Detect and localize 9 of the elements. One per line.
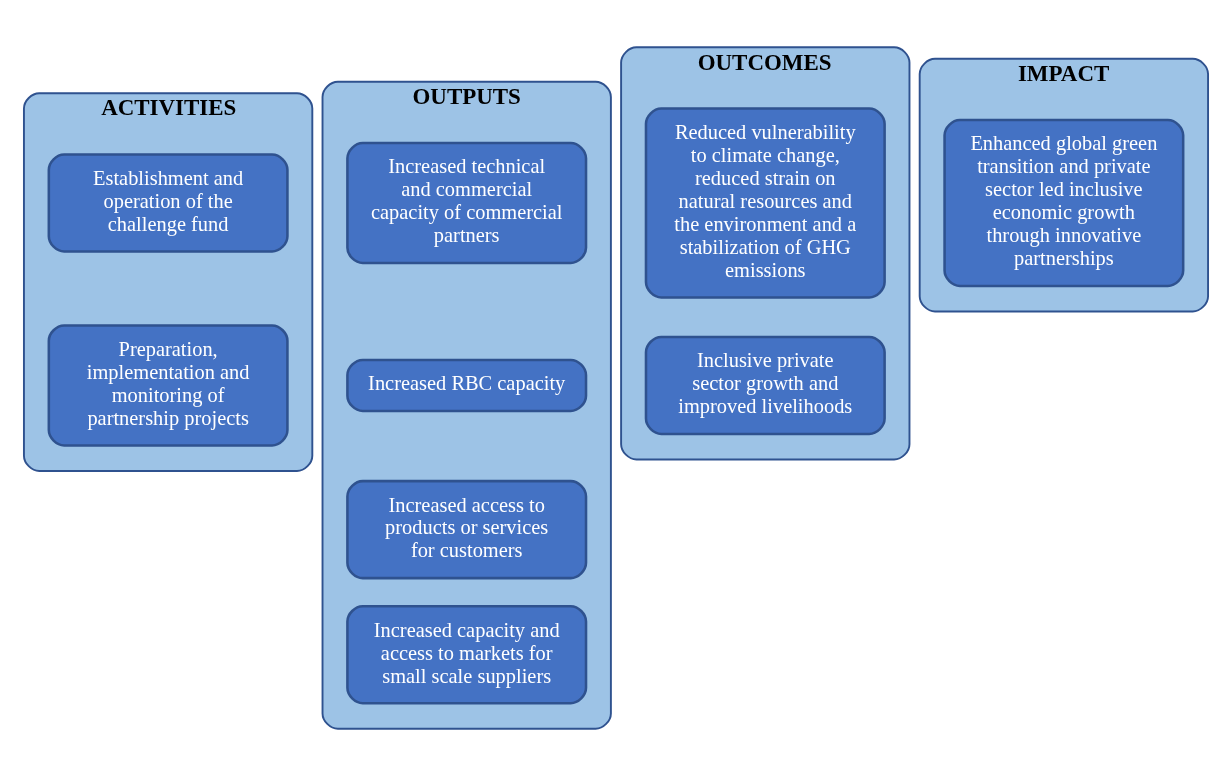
node-box: Increased RBC capacity: [346, 358, 588, 413]
node-box: Enhanced global green transition and private sector led inclusive economic growth through innovative partnerships: [943, 118, 1185, 288]
node-box: Increased access to products or services for customers: [346, 479, 588, 580]
node-box: Increased capacity and access to markets for small scale suppliers: [346, 604, 588, 705]
node-box: Establishment and operation of the challenge fund: [47, 153, 289, 253]
node-box: Inclusive private sector growth and improved livelihoods: [644, 335, 886, 436]
node-box: Preparation, implementation and monitoring of partnership projects: [47, 324, 289, 447]
node-box: Increased technical and commercial capacity of commercial partners: [346, 141, 588, 265]
node-box: Reduced vulnerability to climate change, reduced strain on natural resources and the environment and a stabilization of GHG emissions: [644, 107, 886, 299]
